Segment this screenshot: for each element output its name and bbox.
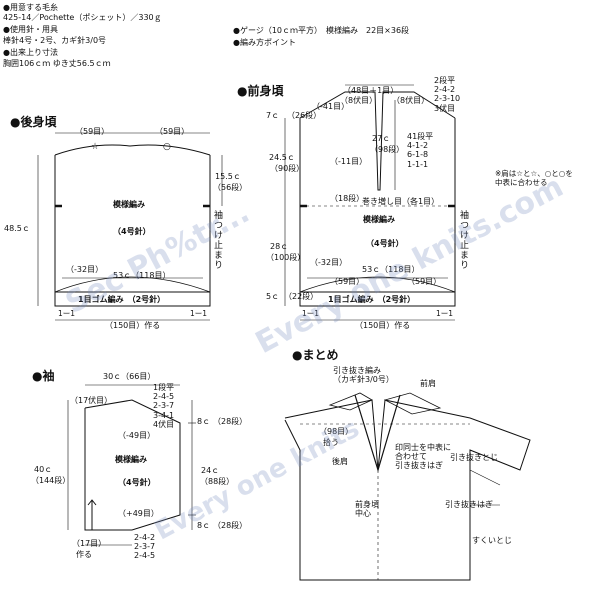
back-top-left: （59目）	[75, 127, 110, 136]
sleeve-r3: 8ｃ	[197, 521, 211, 530]
front-center: 巻き増し目（各1目）	[362, 197, 440, 206]
back-cast: （150目）作る	[105, 321, 161, 330]
front-width: 53ｃ（118目）	[362, 265, 420, 274]
front-rib-height: 5ｃ	[266, 292, 280, 301]
front-shoulder-rows: 2段平 2-4-2 2-3-10 3伏目	[434, 76, 461, 113]
front-center-rows: （18段）	[330, 194, 365, 203]
front-v-rows: 41段平 4-1-2 6-1-8 1-1-1	[407, 132, 434, 169]
back-needle: （4号針）	[113, 227, 151, 236]
sleeve-r2: 24ｃ	[201, 466, 220, 475]
star-mark: ☆	[91, 142, 100, 152]
sleeve-height-rows: （144段）	[31, 476, 71, 485]
sleeve-bind: （17伏目）	[70, 396, 113, 405]
back-title: ●後身頃	[10, 115, 57, 129]
front-neck-left: （-11目）	[330, 157, 368, 166]
sleeve-bottom: （17目）	[72, 539, 107, 548]
front-note: ※肩は☆と☆、○と○を 中表に合わせる	[495, 169, 573, 187]
summary-crochet: 引き抜き編み （カギ針3/0号）	[333, 366, 394, 385]
summary-title: ●まとめ	[292, 348, 339, 362]
back-sleeve-stop: 袖つけ止まり	[212, 210, 222, 270]
front-body: 28ｃ	[270, 242, 289, 251]
sleeve-r2-rows: （88段）	[200, 477, 235, 486]
sleeve-top-rows: 1段平 2-4-5 2-3-7 3-4-1 4伏目	[153, 383, 175, 429]
sleeve-pattern: 模様編み	[115, 455, 147, 464]
summary-pickup2: 拾う	[323, 438, 339, 447]
front-armhole-rows: （90段）	[270, 164, 305, 173]
front-pattern: 模様編み	[363, 215, 395, 224]
back-top-right: （59目）	[155, 127, 190, 136]
front-seven-rows: （26段）	[287, 111, 322, 120]
pattern-point: ●編み方ポイント	[233, 38, 296, 47]
front-sleeve-stop: 袖つけ止まり	[458, 210, 468, 270]
sleeve-needle: （4号針）	[118, 478, 156, 487]
front-cast: （150目）作る	[355, 321, 411, 330]
sleeve-r1: 8ｃ	[197, 417, 211, 426]
circle-mark: ○	[163, 142, 171, 152]
front-inc-left: （59目）	[330, 277, 365, 286]
summary-seam: 引き抜きはぎ	[445, 500, 493, 509]
size-info: 胸囲106ｃｍ ゆき丈56.5ｃｍ	[3, 59, 111, 68]
summary-front-label: 前肩	[420, 379, 436, 388]
back-rib: 1目ゴム編み （2号針）	[78, 295, 166, 304]
front-edge-right: 1ー1	[436, 309, 454, 318]
back-width: 53ｃ（118目）	[113, 271, 171, 280]
sleeve-inc: （+49目）	[118, 509, 159, 518]
sleeve-r1-rows: （28段）	[213, 417, 248, 426]
front-needle: （4号針）	[366, 239, 404, 248]
front-neck-rows: （98段）	[370, 145, 405, 154]
summary-back-label: 後肩	[332, 457, 348, 466]
summary-center: 前身頃 中心	[355, 500, 379, 519]
tools-title: ●使用針・用具	[3, 25, 58, 34]
summary-side: 引き抜きとじ	[450, 453, 498, 462]
summary-join: 印同士を中表に 合わせて 引き抜きはぎ	[395, 443, 451, 471]
front-seven: 7ｃ	[266, 111, 280, 120]
sleeve-height: 40ｃ	[34, 465, 53, 474]
summary-pickup: （98目）	[319, 427, 354, 436]
tools-info: 棒針4号・2号、カギ針3/0号	[3, 36, 107, 45]
sleeve-dec-top: （-49目）	[118, 431, 156, 440]
front-title: ●前身頃	[237, 84, 284, 98]
front-dec: （-32目）	[310, 258, 348, 267]
sleeve-top: 30ｃ（66目）	[103, 372, 156, 381]
front-neck: 27ｃ	[372, 134, 391, 143]
front-top: （48目＋1目）	[343, 86, 399, 95]
front-rib: 1目ゴム編み （2号針）	[328, 295, 416, 304]
yarn-info: 425-14／Pochette（ポシェット）／330ｇ	[3, 13, 162, 22]
front-inc-right: （59目）	[407, 277, 442, 286]
back-armhole: 15.5ｃ	[215, 172, 241, 181]
back-edge-right: 1ー1	[190, 309, 208, 318]
back-dec: （-32目）	[66, 265, 104, 274]
sleeve-title: ●袖	[32, 369, 55, 383]
back-pattern: 模様編み	[113, 200, 145, 209]
front-body-rows: （100段）	[266, 253, 306, 262]
back-height: 48.5ｃ	[4, 224, 30, 233]
sleeve-make: 作る	[76, 550, 92, 559]
sleeve-bottom-rows: 2-4-2 2-3-7 2-4-5	[134, 533, 156, 561]
front-armhole: 24.5ｃ	[269, 153, 295, 162]
materials-title: ●用意する毛糸	[3, 3, 58, 12]
gauge-info: ●ゲージ（10ｃｍ平方） 模様編み 22目×36段	[233, 26, 410, 35]
front-edge-left: 1ー1	[302, 309, 320, 318]
front-shoulder-dec: （-41目）	[312, 102, 350, 111]
sleeve-r3-rows: （28段）	[213, 521, 248, 530]
size-title: ●出来上り寸法	[3, 48, 58, 57]
back-edge-left: 1ー1	[58, 309, 76, 318]
summary-sleeve-seam: すくいとじ	[472, 536, 512, 545]
front-shoulder-right: （8伏目）	[392, 96, 430, 105]
front-shoulder-left: （8伏目）	[340, 96, 378, 105]
back-armhole-rows: （56段）	[213, 183, 248, 192]
front-rib-rows: （22段）	[284, 292, 319, 301]
